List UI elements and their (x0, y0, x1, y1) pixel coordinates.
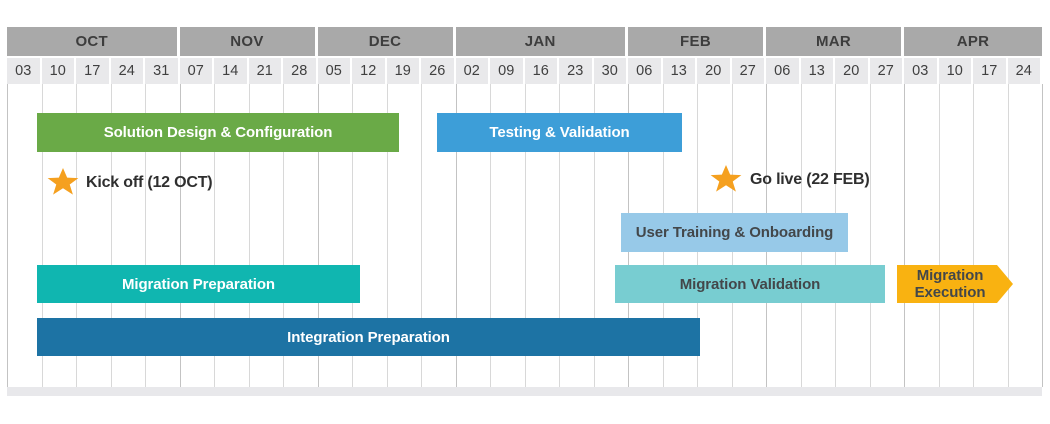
month-header-feb: FEB (628, 27, 766, 56)
go-live-label: Go live (22 FEB) (750, 171, 870, 188)
week-header-24-oct: 24 (110, 58, 145, 84)
month-header-jan: JAN (455, 27, 628, 56)
week-gridline (41, 84, 43, 387)
week-gridline (352, 84, 353, 387)
week-header-06-feb: 06 (628, 58, 663, 84)
week-header-07-nov: 07 (179, 58, 214, 84)
month-gridline (455, 84, 457, 387)
month-header-dec: DEC (317, 27, 456, 56)
week-header-13-feb: 13 (662, 58, 697, 84)
week-header-06-mar: 06 (766, 58, 801, 84)
task-bar-label: Testing & Validation (489, 124, 630, 141)
week-header-26-dec: 26 (421, 58, 456, 84)
task-bar-label: Migration Execution (914, 267, 986, 301)
week-header-03-oct: 03 (7, 58, 42, 84)
week-gridline (386, 84, 388, 387)
week-gridline (421, 84, 422, 387)
month-header-oct: OCT (7, 27, 180, 56)
week-gridline (283, 84, 284, 387)
week-gridline (214, 84, 215, 387)
week-header-23-jan: 23 (559, 58, 594, 84)
week-header-05-dec: 05 (317, 58, 352, 84)
kick-off-label: Kick off (12 OCT) (86, 174, 213, 191)
month-gridline (904, 84, 905, 387)
month-header-mar: MAR (766, 27, 904, 56)
task-bar-migration-validation: Migration Validation (615, 265, 885, 303)
month-header-apr: APR (904, 27, 1042, 56)
task-bar-migration-execution: Migration Execution (897, 265, 1013, 303)
week-header-13-mar: 13 (800, 58, 835, 84)
month-gridline (179, 84, 181, 387)
week-header-30-jan: 30 (593, 58, 628, 84)
week-header-31-oct: 31 (145, 58, 180, 84)
week-header-21-nov: 21 (248, 58, 283, 84)
month-gridline (317, 84, 319, 387)
task-bar-migration-preparation: Migration Preparation (37, 265, 360, 303)
week-header-10-oct: 10 (41, 58, 76, 84)
task-bar-testing-validation: Testing & Validation (437, 113, 682, 152)
week-header-20-mar: 20 (835, 58, 870, 84)
week-header-10-apr: 10 (938, 58, 973, 84)
week-gridline (1007, 84, 1009, 387)
week-header-27-mar: 27 (869, 58, 904, 84)
task-bar-label: User Training & Onboarding (635, 224, 834, 241)
week-gridline (110, 84, 112, 387)
week-gridline (524, 84, 526, 387)
week-header-17-oct: 17 (76, 58, 111, 84)
week-gridline (490, 84, 491, 387)
week-header-27-feb: 27 (731, 58, 766, 84)
task-bar-label: Migration Validation (679, 275, 821, 293)
week-header-24-apr: 24 (1007, 58, 1042, 84)
task-bar-label: Solution Design & Configuration (103, 124, 333, 141)
week-header-03-apr: 03 (904, 58, 939, 84)
month-gridline (1042, 84, 1043, 387)
task-bar-label: Migration Preparation (122, 275, 275, 293)
week-header-16-jan: 16 (524, 58, 559, 84)
task-bar-label: Integration Preparation (287, 328, 450, 346)
week-gridline (938, 84, 940, 387)
week-header-09-jan: 09 (490, 58, 525, 84)
task-bar-user-training-onboarding: User Training & Onboarding (621, 213, 848, 252)
week-header-28-nov: 28 (283, 58, 318, 84)
week-gridline (145, 84, 146, 387)
week-header-20-feb: 20 (697, 58, 732, 84)
week-gridline (593, 84, 595, 387)
task-bar-integration-preparation: Integration Preparation (37, 318, 700, 356)
scrollbar-track (7, 387, 1042, 396)
week-gridline (248, 84, 250, 387)
week-header-14-nov: 14 (214, 58, 249, 84)
month-gridline (7, 84, 8, 387)
week-header-12-dec: 12 (352, 58, 387, 84)
week-gridline (869, 84, 871, 387)
week-header-19-dec: 19 (386, 58, 421, 84)
task-bar-solution-design-configuration: Solution Design & Configuration (37, 113, 399, 152)
month-header-nov: NOV (179, 27, 318, 56)
week-gridline (559, 84, 560, 387)
week-header-02-jan: 02 (455, 58, 490, 84)
week-header-17-apr: 17 (973, 58, 1008, 84)
week-gridline (76, 84, 77, 387)
week-gridline (973, 84, 974, 387)
